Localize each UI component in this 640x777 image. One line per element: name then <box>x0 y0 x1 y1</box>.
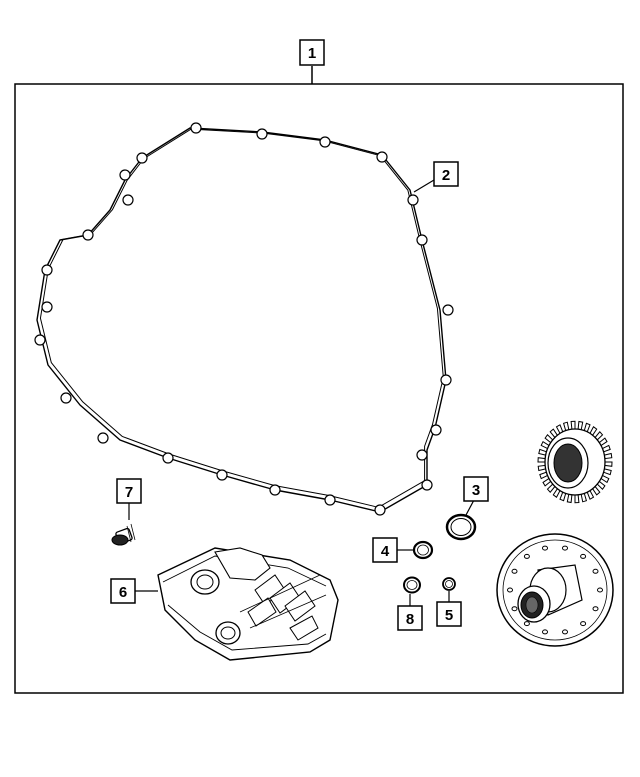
flange-hole <box>507 587 513 593</box>
flange-hole <box>592 606 599 612</box>
flange-hole <box>562 545 568 551</box>
callout-5[interactable]: 5 <box>436 591 462 627</box>
flange-hole <box>597 587 603 593</box>
callout-3[interactable]: 3 <box>463 476 489 516</box>
callout-1[interactable]: 1 <box>299 39 325 84</box>
callout-8-label: 8 <box>406 611 414 628</box>
gasket-bolt-holes <box>34 122 454 516</box>
gear-tooth <box>577 420 584 431</box>
callout-2-label: 2 <box>442 167 450 184</box>
callout-6[interactable]: 6 <box>110 578 158 604</box>
flange-hole <box>511 568 518 574</box>
callout-6-label: 6 <box>119 584 127 601</box>
gear-tooth <box>570 420 576 430</box>
callout-3-label: 3 <box>472 482 480 499</box>
gear-tooth <box>537 457 546 463</box>
gear-part <box>537 420 613 504</box>
flange-hole <box>542 545 548 551</box>
callout-7[interactable]: 7 <box>116 478 142 520</box>
callout-4-label: 4 <box>381 543 390 560</box>
flange-hole <box>562 629 568 635</box>
flange-hole <box>523 553 530 559</box>
flange-hole <box>523 621 530 627</box>
flange-hole <box>580 553 587 559</box>
flange-hole <box>580 621 587 627</box>
callout-8[interactable]: 8 <box>397 594 423 631</box>
flange-hole <box>511 606 518 612</box>
callout-5-label: 5 <box>445 607 453 624</box>
o-ring-small-2-part <box>403 576 421 594</box>
pump-assembly-part <box>496 533 614 647</box>
gasket-part <box>34 122 454 516</box>
flange-hole <box>592 568 599 574</box>
callout-4[interactable]: 4 <box>372 537 413 563</box>
seal-large-part <box>445 513 477 541</box>
filter-part <box>157 547 339 661</box>
kit-frame <box>14 83 624 694</box>
gear-tooth <box>574 494 580 504</box>
gear-tooth <box>566 493 573 504</box>
plug-part <box>111 523 136 546</box>
callout-1-label: 1 <box>308 45 316 62</box>
flange-hole <box>542 629 548 635</box>
callout-2[interactable]: 2 <box>413 161 459 193</box>
o-ring-medium-part <box>412 540 434 560</box>
o-ring-small-part <box>442 577 456 591</box>
gear-tooth <box>604 461 613 467</box>
callout-7-label: 7 <box>125 484 133 501</box>
